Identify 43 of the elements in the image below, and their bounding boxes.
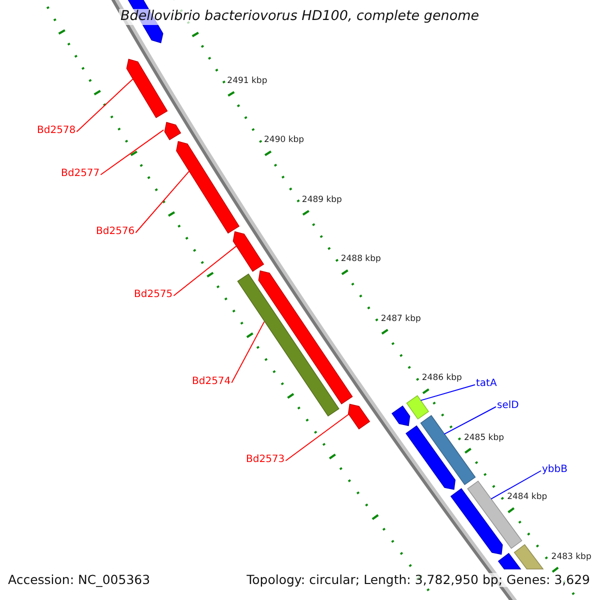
gene-feature: [450, 488, 503, 555]
leader-line: [76, 78, 134, 132]
gene-label: Bd2573: [246, 454, 285, 466]
genome-summary-text: Topology: circular; Length: 3,782,950 bp; Genes: 3,629: [244, 573, 592, 588]
gene-label: tatA: [476, 378, 497, 390]
leader-line: [231, 321, 265, 384]
gene-feature: [258, 270, 353, 404]
leader-line: [173, 246, 237, 296]
gene-label: Bd2575: [134, 289, 173, 300]
gene-feature: [498, 552, 522, 570]
gene-feature: [176, 140, 240, 234]
gene-label: Bd2574: [192, 376, 231, 388]
gene-bar: [237, 274, 340, 417]
scale-label: 2490 kbp: [264, 136, 304, 146]
scale-label: 2489 kbp: [302, 196, 342, 206]
scale-label: 2486 kbp: [422, 374, 462, 384]
leader-line: [285, 414, 350, 462]
gene-label: ybbB: [542, 464, 568, 476]
scale-label: 2485 kbp: [464, 434, 504, 444]
gene-label: selD: [497, 400, 519, 412]
leader-line: [100, 129, 164, 176]
gene-label: Bd2576: [96, 226, 135, 238]
scale-label: 2491 kbp: [227, 76, 268, 87]
leader-line: [490, 470, 542, 500]
scale-label: 2487 kbp: [380, 314, 421, 324]
gene-bar: [406, 395, 430, 420]
gene-feature: [406, 425, 456, 490]
gene-feature: [126, 58, 168, 118]
scale-label: 2488 kbp: [340, 255, 381, 265]
leader-line: [135, 170, 190, 234]
gene-feature: [164, 122, 182, 140]
gene-feature: [392, 405, 410, 426]
gene-feature: [232, 231, 264, 272]
leader-line: [420, 384, 476, 401]
leader-line: [444, 406, 496, 434]
gene-feature: [348, 404, 370, 430]
scale-label: 2483 kbp: [551, 552, 592, 563]
gene-label: Bd2578: [37, 125, 76, 136]
gene-bar: [514, 544, 544, 570]
gene-label: Bd2577: [61, 168, 100, 180]
accession-text: Accession: NC_005363: [6, 573, 152, 588]
title: Bdellovibrio bacteriovorus HD100, complete genome: [118, 9, 482, 25]
scale-label: 2484 kbp: [507, 493, 548, 503]
